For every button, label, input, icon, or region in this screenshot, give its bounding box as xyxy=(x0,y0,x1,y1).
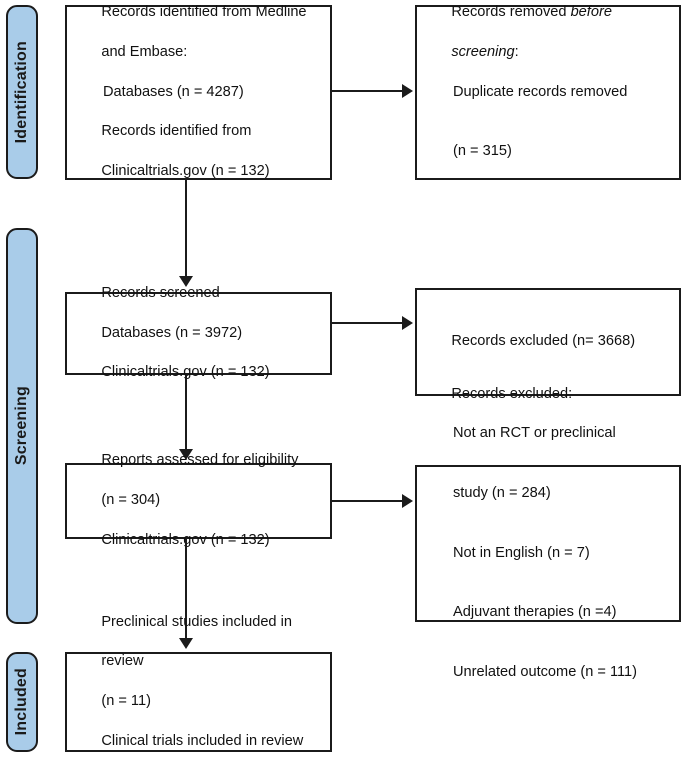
box-records-screened-text: Records screened Databases (n = 3972) Cl… xyxy=(67,264,330,403)
connector-assessed-to-excluded xyxy=(332,500,404,502)
excluded-eligibility-line-1: Records excluded: xyxy=(451,385,573,402)
stage-screening-label: Screening xyxy=(13,386,30,466)
box-records-screened: Records screened Databases (n = 3972) Cl… xyxy=(65,285,332,380)
identified-line-1: Records identified from Medline xyxy=(101,4,307,21)
identified-line-2: and Embase: xyxy=(101,43,188,60)
included-line-1: Preclinical studies included in xyxy=(101,613,292,630)
stage-included-label: Included xyxy=(13,668,30,736)
identified-line-3: Databases (n = 4287) xyxy=(103,83,244,100)
box-records-excluded-eligibility: Records excluded: Not an RCT or preclini… xyxy=(415,386,681,680)
screened-line-1: Records screened xyxy=(101,284,220,301)
arrowhead-identified-to-removed xyxy=(402,84,413,98)
connector-assessed-to-included xyxy=(185,539,187,640)
box-reports-assessed-text: Reports assessed for eligibility (n = 30… xyxy=(67,432,330,571)
box-records-identified-text: Records identified from Medline and Emba… xyxy=(67,0,330,202)
box-records-excluded-screening: Records excluded (n= 3668) xyxy=(415,288,681,396)
stage-identification-label: Identification xyxy=(13,40,30,144)
connector-screened-to-excluded xyxy=(332,322,404,324)
removed-line-1-prefix: Records removed xyxy=(451,4,571,21)
removed-line-1-italic: before xyxy=(570,4,612,21)
connector-identified-to-removed xyxy=(332,90,404,92)
box-studies-included-text: Preclinical studies included in review (… xyxy=(67,593,330,760)
assessed-line-1: Reports assessed for eligibility xyxy=(101,452,299,469)
stage-included: Included xyxy=(6,652,38,752)
excluded-eligibility-line-4: Not in English (n = 7) xyxy=(453,544,590,561)
excluded-eligibility-line-3: study (n = 284) xyxy=(453,484,551,501)
excluded-eligibility-line-5: Adjuvant therapies (n =4) xyxy=(453,604,617,621)
included-line-2: review xyxy=(101,653,144,670)
connector-identified-to-screened xyxy=(185,180,187,278)
box-records-excluded-eligibility-text: Records excluded: Not an RCT or preclini… xyxy=(417,365,679,722)
removed-line-2-italic: screening xyxy=(451,43,515,60)
screened-line-2: Databases (n = 3972) xyxy=(101,324,243,341)
excluded-eligibility-line-6: Unrelated outcome (n = 111) xyxy=(453,663,638,680)
arrowhead-screened-to-excluded xyxy=(402,316,413,330)
excluded-eligibility-line-2: Not an RCT or preclinical xyxy=(453,425,616,442)
box-records-identified: Records identified from Medline and Emba… xyxy=(65,4,332,180)
identified-line-5: Clinicaltrials.gov (n = 132) xyxy=(101,162,270,179)
removed-line-2-suffix: : xyxy=(514,43,519,60)
arrowhead-identified-to-screened xyxy=(179,276,193,287)
assessed-line-3: Clinicaltrials.gov (n = 132) xyxy=(101,531,270,548)
identified-line-4: Records identified from xyxy=(101,123,252,140)
box-records-removed: Records removed before screening: Duplic… xyxy=(415,4,681,180)
removed-line-4: (n = 315) xyxy=(453,143,512,160)
included-line-4: Clinical trials included in review xyxy=(101,732,304,749)
assessed-line-2: (n = 304) xyxy=(101,492,161,509)
stage-identification: Identification xyxy=(6,5,38,179)
arrowhead-assessed-to-excluded xyxy=(402,494,413,508)
connector-screened-to-assessed xyxy=(185,375,187,451)
included-line-3: (n = 11) xyxy=(101,693,151,710)
arrowhead-screened-to-assessed xyxy=(179,449,193,460)
stage-screening: Screening xyxy=(6,228,38,624)
box-records-removed-text: Records removed before screening: Duplic… xyxy=(417,0,679,202)
arrowhead-assessed-to-included xyxy=(179,638,193,649)
box-reports-assessed: Reports assessed for eligibility (n = 30… xyxy=(65,452,332,548)
box-studies-included: Preclinical studies included in review (… xyxy=(65,614,332,752)
removed-line-3: Duplicate records removed xyxy=(453,83,628,100)
excluded-screening-line-1: Records excluded (n= 3668) xyxy=(451,333,636,350)
screened-line-3: Clinicaltrials.gov (n = 132) xyxy=(101,364,270,381)
box-records-excluded-screening-text: Records excluded (n= 3668) xyxy=(417,312,679,372)
